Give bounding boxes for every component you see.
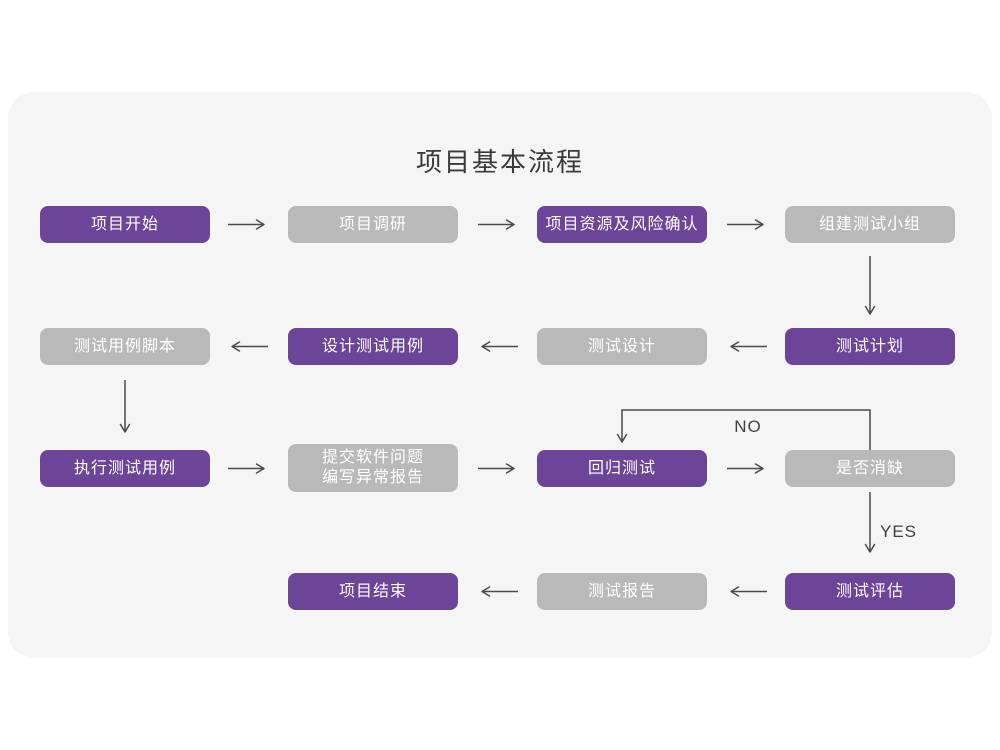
node-defect-resolved: 是否消缺 [785, 450, 955, 487]
node-test-case-script: 测试用例脚本 [40, 328, 210, 365]
node-build-test-team: 组建测试小组 [785, 206, 955, 243]
node-test-design: 测试设计 [537, 328, 707, 365]
page-title: 项目基本流程 [415, 147, 584, 177]
no-branch-label: NO [734, 417, 762, 436]
node-design-test-cases: 设计测试用例 [288, 328, 458, 365]
node-submit-issue-report: 提交软件问题 编写异常报告 [288, 444, 458, 492]
node-resource-risk: 项目资源及风险确认 [537, 206, 707, 243]
node-test-plan: 测试计划 [785, 328, 955, 365]
flowchart-card [8, 92, 992, 658]
node-execute-test-cases: 执行测试用例 [40, 450, 210, 487]
node-project-research: 项目调研 [288, 206, 458, 243]
yes-branch-label: YES [880, 522, 918, 541]
node-test-report: 测试报告 [537, 573, 707, 610]
node-project-start: 项目开始 [40, 206, 210, 243]
node-regression-test: 回归测试 [537, 450, 707, 487]
node-project-end: 项目结束 [288, 573, 458, 610]
node-test-evaluation: 测试评估 [785, 573, 955, 610]
